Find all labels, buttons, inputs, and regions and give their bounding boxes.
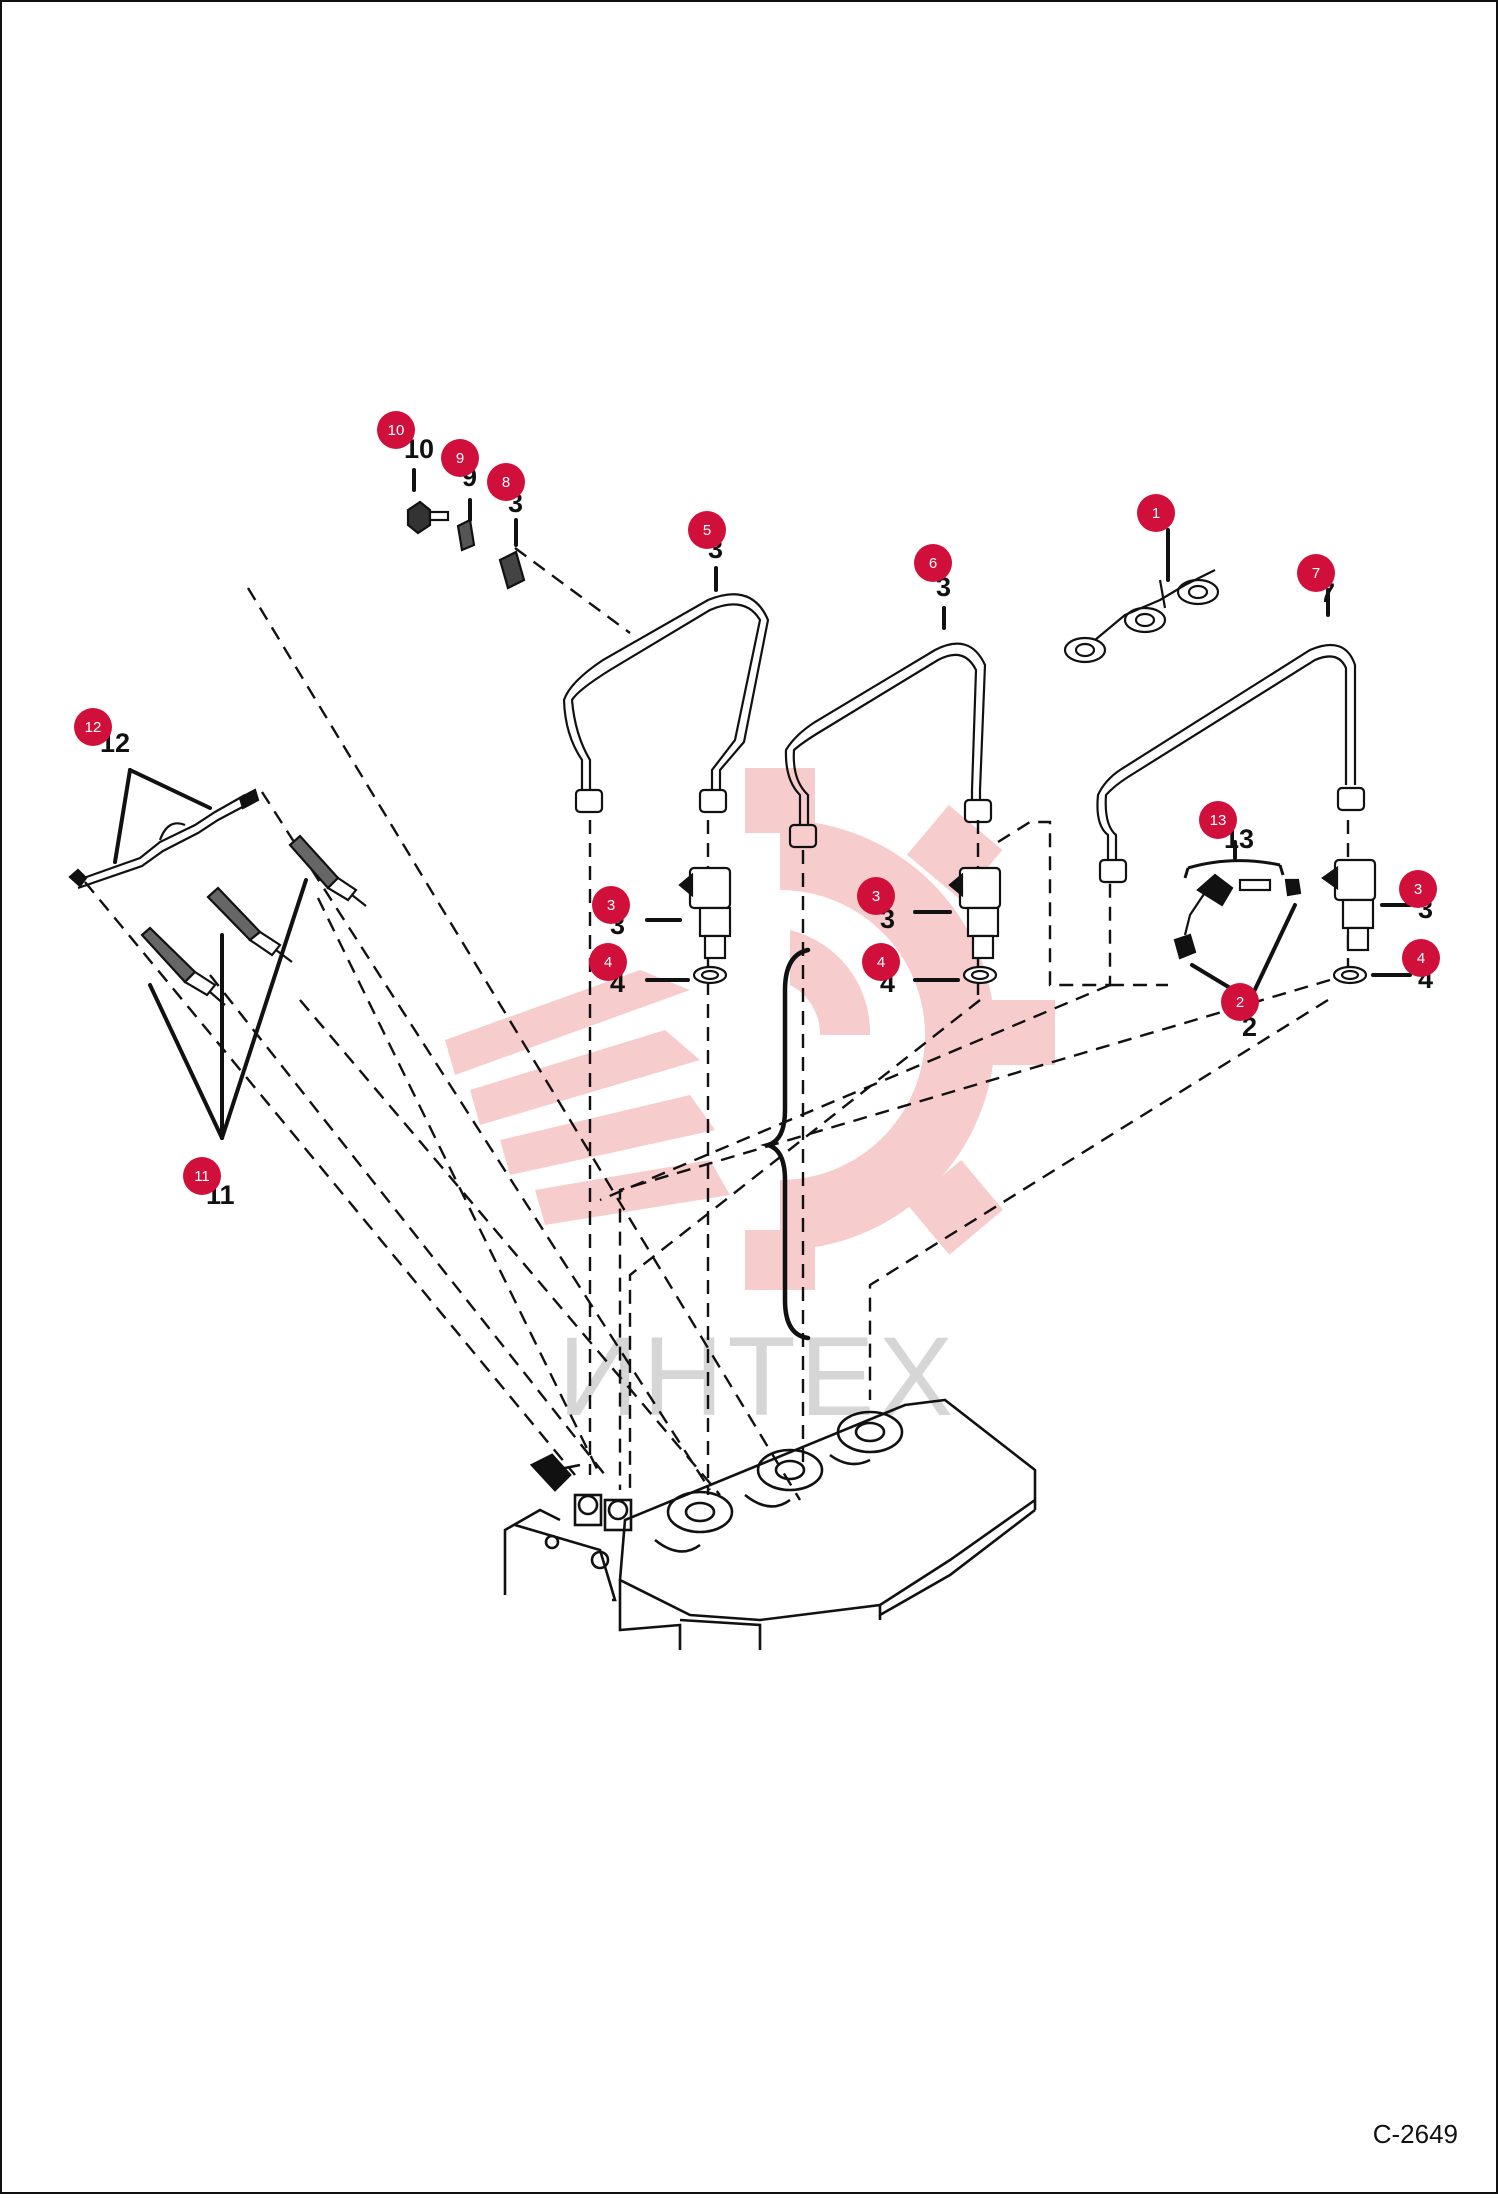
callout-bubble-6[interactable]: 6 [914,544,952,582]
cylinder-head [503,1398,1037,1650]
svg-text:9: 9 [456,450,464,467]
injection-pipes [562,593,1366,884]
callout-bubbles: 10 9 8 5 6 1 7 12 13 3 3 3 4 4 4 2 11 [74,411,1440,1195]
svg-text:5: 5 [703,522,711,539]
svg-text:6: 6 [929,555,937,572]
callout-bubble-4-right[interactable]: 4 [1402,939,1440,977]
leak-off-pipe [1063,569,1220,664]
bracket-hardware [406,500,526,590]
svg-text:12: 12 [85,719,102,736]
callout-bubble-3-middle[interactable]: 3 [857,877,895,915]
svg-text:11: 11 [194,1168,210,1185]
svg-text:4: 4 [1417,950,1425,967]
callout-bubble-7[interactable]: 7 [1297,554,1335,592]
callout-bubble-9[interactable]: 9 [441,439,479,477]
callout-leader-lines [113,468,1412,1341]
callout-bubble-2[interactable]: 2 [1221,983,1259,1021]
nozzle-holder-left [678,866,732,985]
svg-text:7: 7 [1312,565,1320,582]
watermark-gear-logo [445,768,1055,1290]
callout-bubble-12[interactable]: 12 [74,708,112,746]
nozzle-holder-middle [948,866,1002,985]
callout-bubble-13[interactable]: 13 [1199,801,1237,839]
watermark-text: ИНТЕХ [558,1314,957,1439]
callout-bubble-5[interactable]: 5 [688,511,726,549]
banjo-fitting-group [1173,859,1302,960]
callout-bubble-11[interactable]: 11 [183,1157,221,1195]
injector-b [206,886,293,963]
callout-bubble-3-right[interactable]: 3 [1399,870,1437,908]
svg-text:4: 4 [877,954,885,971]
svg-text:1: 1 [1152,505,1160,522]
svg-text:13: 13 [1210,812,1227,829]
nozzle-holder-right [1321,858,1377,985]
svg-text:4: 4 [604,954,612,971]
callout-bubble-10[interactable]: 10 [377,411,415,449]
nozzle-holders [678,858,1377,985]
callout-bubble-4-middle[interactable]: 4 [862,943,900,981]
svg-text:3: 3 [872,888,880,905]
injectors-and-overflow-pipe [68,788,367,1006]
injector-a [140,926,226,1006]
callout-bubble-4-left[interactable]: 4 [589,943,627,981]
callout-bubble-1[interactable]: 1 [1137,494,1175,532]
callout-bubble-8[interactable]: 8 [487,463,525,501]
svg-text:8: 8 [502,474,510,491]
svg-text:2: 2 [1236,994,1244,1011]
svg-text:3: 3 [607,897,615,914]
callout-bubble-3-left[interactable]: 3 [592,886,630,924]
drawing-code: C-2649 [1372,2119,1458,2149]
svg-text:10: 10 [388,422,405,439]
injector-c [288,834,367,907]
svg-text:3: 3 [1414,881,1422,898]
